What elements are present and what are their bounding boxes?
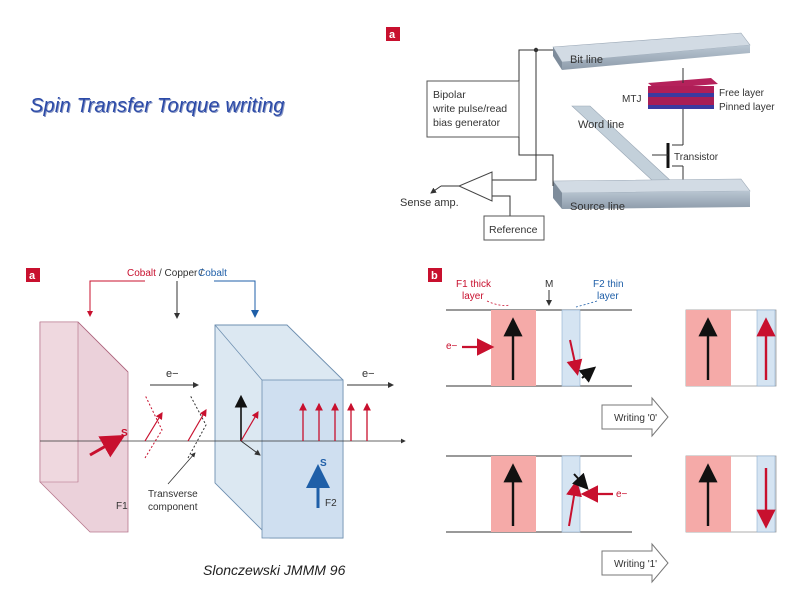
row2-f2-layer bbox=[561, 455, 581, 533]
pinned-layer bbox=[648, 97, 714, 105]
cobalt-right-edge bbox=[214, 324, 263, 381]
generator-label-1: Bipolar bbox=[433, 89, 466, 101]
spin-s-left-arrow bbox=[89, 435, 126, 458]
wire-sense-ref bbox=[490, 195, 511, 216]
cobalt-right-leader bbox=[214, 280, 259, 318]
cobalt-right-label: Cobalt bbox=[198, 268, 227, 279]
aligned-spins-output bbox=[299, 402, 371, 441]
citation-credit: Slonczewski JMMM 96 bbox=[203, 562, 346, 578]
mtj-label: MTJ bbox=[622, 94, 641, 105]
generator-label-2: write pulse/read bbox=[432, 103, 507, 115]
f2-label: F2 bbox=[325, 498, 337, 509]
source-line-end bbox=[553, 181, 562, 209]
mtj-circuit-diagram: a Bit line MTJ Free layer Pinned layer W… bbox=[386, 27, 775, 241]
free-layer bbox=[648, 86, 714, 93]
source-line-top bbox=[552, 178, 751, 194]
row1-torque-arrow bbox=[578, 366, 597, 383]
generator-label-3: bias generator bbox=[433, 117, 501, 129]
writing1-arrow bbox=[601, 542, 669, 584]
electron-left-label: e− bbox=[166, 368, 179, 380]
source-line-front bbox=[562, 191, 750, 209]
tunnel-barrier bbox=[648, 93, 714, 97]
bit-line-end bbox=[553, 47, 562, 70]
cobalt-left-label: Cobalt bbox=[127, 268, 156, 279]
writing-states-diagram: b F1 thick layer M F2 thin layer e− Writ… bbox=[428, 268, 777, 584]
f1-label: F1 bbox=[116, 501, 128, 512]
spin-torque-stack-diagram: a Cobalt / Copper / Cobalt e− e− S F1 S … bbox=[26, 268, 406, 539]
m-label: M bbox=[545, 279, 553, 290]
reference-label: Reference bbox=[489, 224, 538, 236]
f1-thick-label-1: F1 thick bbox=[456, 279, 492, 290]
mtj-base bbox=[648, 105, 714, 109]
row2-electron-label: e− bbox=[616, 489, 628, 500]
sense-amp-symbol bbox=[457, 171, 493, 202]
transverse-leader bbox=[167, 452, 196, 485]
precessing-spins bbox=[144, 394, 261, 459]
bit-line-front bbox=[562, 45, 750, 70]
slide-title: Spin Transfer Torque writing bbox=[30, 95, 285, 117]
word-line-label: Word line bbox=[578, 119, 624, 131]
sense-amp-label: Sense amp. bbox=[400, 197, 459, 209]
transistor-label: Transistor bbox=[674, 152, 719, 163]
row2-torque-arrow bbox=[571, 472, 589, 490]
f1-leader bbox=[486, 300, 511, 306]
sense-out-arrow bbox=[430, 185, 442, 194]
cobalt-left-leader bbox=[87, 280, 145, 317]
row1-f2-magnet bbox=[566, 339, 583, 376]
writing1-label: Writing '1' bbox=[614, 559, 657, 570]
spin-s-left-label: S bbox=[121, 428, 128, 439]
electron-right-label: e− bbox=[362, 368, 375, 380]
panel-a-top-badge bbox=[386, 27, 400, 41]
cobalt-right-front-face bbox=[261, 379, 344, 539]
free-layer-label: Free layer bbox=[719, 88, 765, 99]
writing0-label: Writing '0' bbox=[614, 413, 657, 424]
row1-electron-label: e− bbox=[446, 341, 458, 352]
f2-thin-label-2: layer bbox=[597, 291, 619, 302]
writing0-arrow bbox=[601, 396, 669, 438]
panel-b-label: b bbox=[431, 270, 438, 282]
row2-f2-magnet bbox=[566, 480, 582, 527]
bit-line-label: Bit line bbox=[570, 54, 603, 66]
copper-label: / Copper / bbox=[159, 268, 203, 279]
panel-a-bottom-label: a bbox=[29, 270, 36, 282]
spin-s-right-label: S bbox=[320, 458, 327, 469]
panel-a-top-label: a bbox=[389, 29, 396, 41]
f2-thin-label-1: F2 thin bbox=[593, 279, 624, 290]
wire-gen-source bbox=[518, 137, 554, 186]
wire-bit-sense bbox=[490, 50, 537, 181]
wire-gen-bit bbox=[518, 49, 553, 81]
source-line-label: Source line bbox=[570, 201, 625, 213]
panel-b-badge bbox=[428, 268, 442, 282]
f2-leader bbox=[575, 300, 598, 308]
cobalt-left-edge bbox=[77, 321, 129, 373]
pinned-layer-label: Pinned layer bbox=[719, 102, 775, 113]
transverse-label-2: component bbox=[148, 502, 198, 513]
panel-a-bottom-badge bbox=[26, 268, 40, 282]
reference-box bbox=[483, 215, 545, 241]
f1-thick-label-2: layer bbox=[462, 291, 484, 302]
cobalt-left-face bbox=[39, 321, 79, 483]
transverse-label-1: Transverse bbox=[148, 489, 198, 500]
bias-generator-box bbox=[426, 80, 520, 138]
